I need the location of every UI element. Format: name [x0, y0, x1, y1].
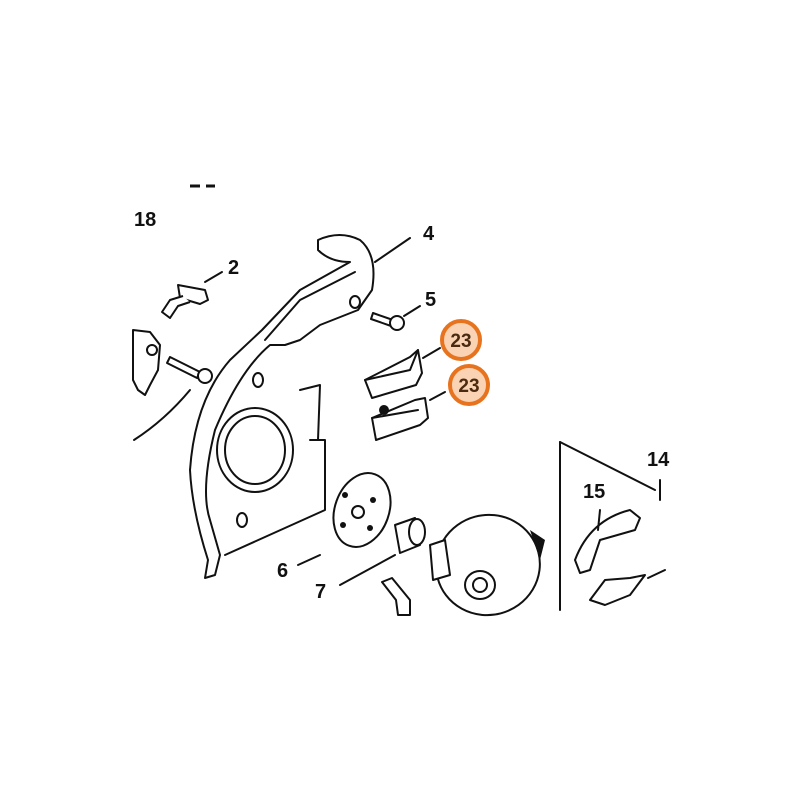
part-4-chain-cover — [189, 234, 411, 579]
label-7: 7 — [315, 581, 326, 603]
highlight-23-lower[interactable]: 23 — [448, 364, 490, 406]
label-23-lower: 23 — [458, 376, 479, 397]
part-14-15-group — [559, 441, 666, 611]
part-pump-partial — [132, 329, 191, 441]
label-2: 2 — [228, 257, 239, 279]
part-hook — [381, 577, 411, 616]
part-23-lower — [371, 391, 446, 441]
label-6: 6 — [277, 560, 288, 582]
part-7-bearing — [339, 517, 426, 586]
part-5-screw — [370, 305, 421, 331]
part-6-disc — [297, 472, 392, 566]
label-5: 5 — [425, 289, 436, 311]
leader-2 — [204, 271, 223, 283]
label-15: 15 — [583, 481, 605, 503]
part-screw — [166, 356, 213, 384]
part-clutch-drum — [429, 513, 545, 617]
label-4: 4 — [423, 223, 435, 245]
label-23-upper: 23 — [450, 331, 471, 352]
label-18: 18 — [134, 209, 156, 231]
highlight-23-upper[interactable]: 23 — [440, 319, 482, 361]
part-23-upper — [364, 347, 441, 399]
label-14: 14 — [647, 449, 670, 471]
part-2-clip — [161, 284, 209, 319]
